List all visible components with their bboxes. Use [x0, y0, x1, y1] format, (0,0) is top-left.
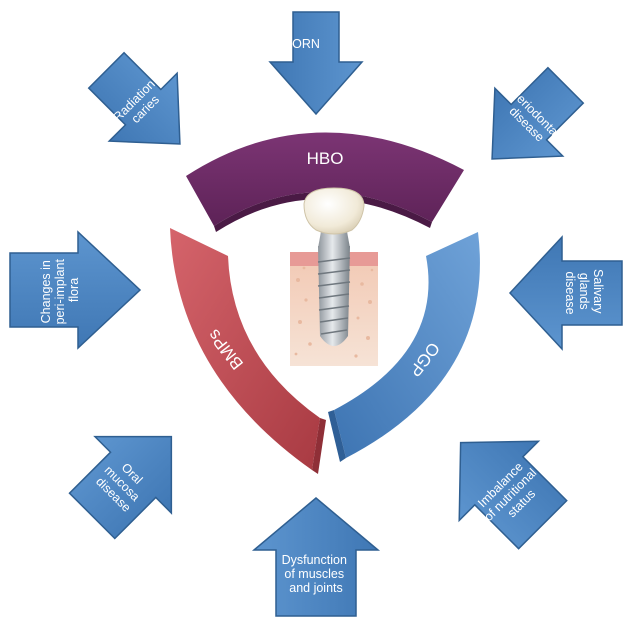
arrow-orn-shape: [268, 11, 364, 116]
arc-bmps: [170, 228, 320, 470]
arrow-oral-mucosa-shape: [68, 435, 173, 540]
arrow-nutritional-status-shape: [458, 440, 568, 550]
arrow-muscles-joints-shape: [251, 497, 381, 617]
dental-implant-illustration: [290, 187, 378, 366]
arc-ogp: [334, 232, 480, 458]
arrow-muscles-joints-label: Dysfunction of muscles and joints: [282, 553, 351, 595]
arrow-orn-label: ORN: [292, 37, 320, 51]
arc-hbo-label: HBO: [307, 149, 344, 168]
arrows-group: ORN Radiation caries Periodontal disease…: [9, 11, 623, 617]
arrow-peri-implant-flora: Changes in peri-implant flora: [9, 230, 142, 350]
arc-bmps-edge: [312, 418, 326, 474]
implant-crown: [303, 187, 365, 235]
arrow-muscles-joints: Dysfunction of muscles and joints: [251, 497, 381, 617]
treatment-ring: HBO BMPs OGP: [170, 132, 480, 474]
arc-hbo-edge: [214, 191, 432, 232]
arc-hbo: [186, 132, 464, 226]
arrow-periodontal-disease-shape: [491, 66, 585, 160]
arrow-radiation-caries-shape: [87, 51, 181, 145]
arc-ogp-edge: [328, 410, 346, 462]
arrow-peri-implant-flora-shape: [9, 230, 142, 350]
arrow-salivary-glands-label: Salivary glands disease: [563, 269, 605, 317]
arrow-salivary-glands: Salivary glands disease: [508, 235, 623, 351]
arrow-radiation-caries: Radiation caries: [87, 51, 181, 145]
bone-texture: [294, 266, 374, 358]
arrow-salivary-glands-shape: [508, 235, 623, 351]
arrow-oral-mucosa: Oral mucosa disease: [68, 435, 173, 540]
screw-threads: [317, 257, 351, 335]
arrow-nutritional-status: Imbalance of nutritional status: [458, 440, 568, 550]
arrow-peri-implant-flora-label: Changes in peri-implant flora: [39, 256, 81, 325]
arrow-orn: ORN: [268, 11, 364, 116]
arrow-periodontal-disease: Periodontal disease: [491, 66, 585, 160]
